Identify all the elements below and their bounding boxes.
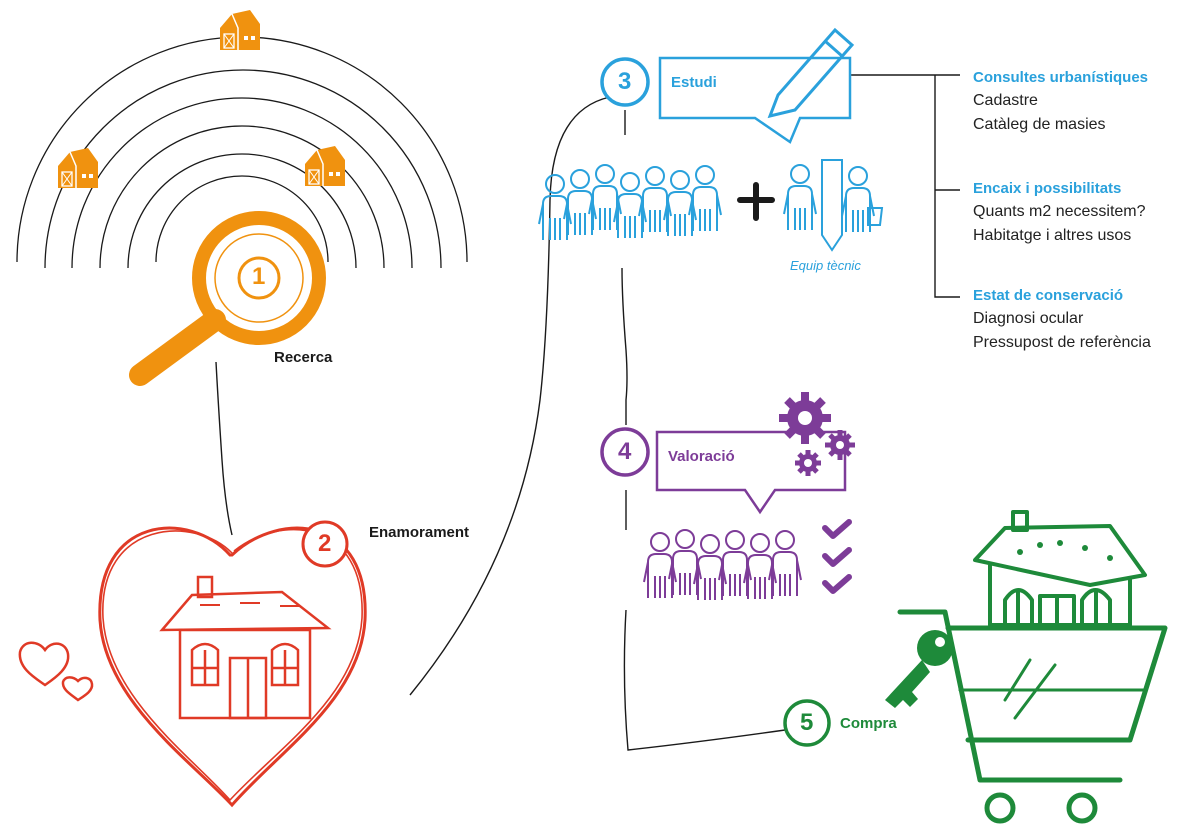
checkmark-icon [825, 550, 849, 564]
step-3-badge [600, 57, 650, 107]
key-icon [885, 630, 953, 708]
study-item-heading: Consultes urbanístiques [973, 69, 1149, 86]
heart-icon [98, 526, 367, 808]
step-1-number: 1 [252, 263, 266, 290]
house-icon [159, 575, 332, 720]
pencil-icon [767, 27, 855, 119]
technical-team-icon [783, 159, 884, 252]
people-icon [538, 164, 722, 241]
step-4-badge [600, 427, 650, 477]
magnifier-icon [129, 211, 326, 386]
step-2-label: Enamorament [369, 524, 470, 541]
barn-icon [57, 147, 99, 189]
step-2-number: 2 [318, 530, 332, 557]
study-item-line: Cadastre [973, 92, 1038, 109]
technical-team-label: Equip tècnic [790, 258, 861, 273]
barn-icon [219, 9, 261, 51]
study-item-line: Catàleg de masies [973, 116, 1106, 133]
step-3-number: 3 [618, 68, 632, 95]
study-item-heading: Estat de conservació [973, 287, 1124, 304]
study-item-heading: Encaix i possibilitats [973, 180, 1122, 197]
step-2-badge [301, 520, 349, 568]
barn-icon [304, 145, 346, 187]
step-5-badge [783, 699, 831, 747]
gear-icon [779, 392, 855, 476]
study-item-line: Habitatge i altres usos [973, 227, 1132, 244]
checkmark-icon [825, 577, 849, 591]
step-3-label: Estudi [671, 74, 717, 91]
house-icon [973, 510, 1147, 627]
plus-icon [737, 182, 775, 221]
step-5-number: 5 [800, 709, 814, 736]
checkmark-icon [825, 522, 849, 536]
speech-bubble-icon [658, 56, 852, 144]
shopping-cart-icon [897, 609, 1168, 824]
study-item-line: Pressupost de referència [973, 334, 1151, 351]
study-item-line: Quants m2 necessitem? [973, 203, 1146, 220]
study-item-line: Diagnosi ocular [973, 310, 1084, 327]
people-icon [643, 529, 802, 601]
step-4-number: 4 [618, 438, 632, 465]
small-hearts-icon [18, 641, 94, 702]
step-4-label: Valoració [668, 448, 735, 465]
step-5-label: Compra [840, 715, 897, 732]
step-1-label: Recerca [274, 349, 333, 366]
